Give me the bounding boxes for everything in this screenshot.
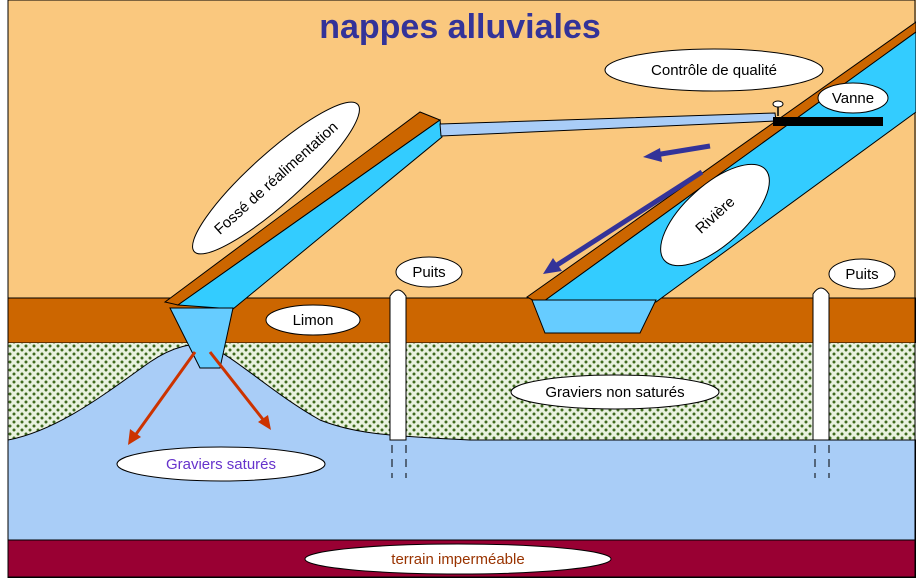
svg-text:Vanne: Vanne bbox=[832, 90, 874, 107]
river-bed bbox=[531, 299, 657, 334]
ditch-trench bbox=[169, 307, 234, 369]
well-left-label: Puits bbox=[395, 256, 463, 288]
quality-control-label: Contrôle de qualité bbox=[604, 48, 824, 92]
flow-arrow-pipe bbox=[643, 143, 711, 162]
title-group: nappes alluviales bbox=[319, 8, 601, 46]
svg-text:Graviers non saturés: Graviers non saturés bbox=[545, 384, 684, 401]
impermeable-ground-label: terrain imperméable bbox=[304, 543, 612, 575]
well-right-label: Puits bbox=[828, 258, 896, 290]
well-left bbox=[389, 289, 407, 478]
svg-text:Puits: Puits bbox=[412, 264, 445, 281]
svg-text:terrain imperméable: terrain imperméable bbox=[391, 551, 524, 568]
silt-layer bbox=[7, 297, 916, 344]
frame-border bbox=[7, 0, 916, 578]
valve-handle bbox=[772, 100, 784, 108]
flow-arrow-river bbox=[543, 169, 704, 274]
well-right bbox=[812, 287, 830, 478]
recharge-ditch bbox=[163, 111, 443, 369]
infiltration-arrow-right bbox=[208, 351, 271, 430]
svg-text:Puits: Puits bbox=[845, 266, 878, 283]
silt-label: Limon bbox=[265, 304, 361, 336]
svg-text:Contrôle de qualité: Contrôle de qualité bbox=[651, 62, 777, 79]
saturated-gravel-label: Graviers saturés bbox=[116, 446, 326, 482]
unsaturated-gravel-label: Graviers non saturés bbox=[510, 374, 720, 410]
infiltration-arrow-left bbox=[128, 351, 197, 445]
page-title: nappes alluviales bbox=[319, 8, 601, 46]
svg-text:Limon: Limon bbox=[293, 312, 334, 329]
svg-text:Graviers saturés: Graviers saturés bbox=[166, 456, 276, 473]
river-label: Rivière bbox=[660, 163, 770, 267]
gate-label: Vanne bbox=[817, 82, 889, 114]
gate-bar bbox=[773, 117, 883, 126]
